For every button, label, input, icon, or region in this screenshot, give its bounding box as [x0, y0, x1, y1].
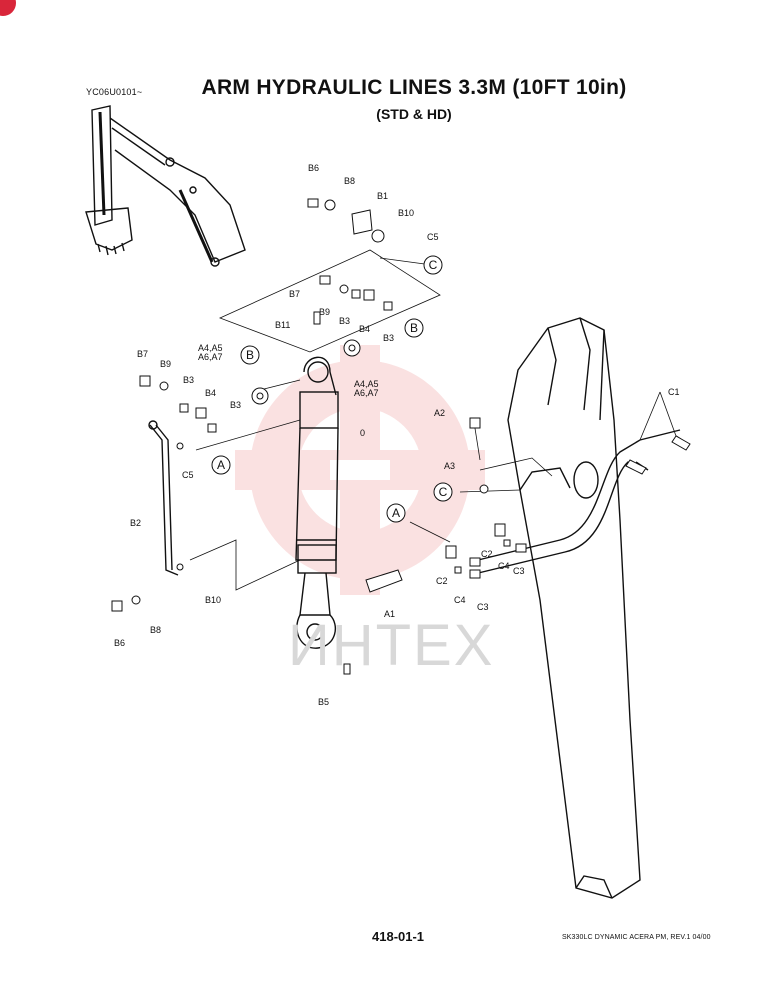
label-a2: A2 [434, 408, 445, 418]
callout-b-left: B [240, 345, 260, 365]
label-b8-bottom: B8 [150, 625, 161, 635]
label-c3-a: C3 [513, 566, 525, 576]
label-c4-a: C4 [498, 561, 510, 571]
label-a4-left-2: A6,A7 [198, 352, 223, 362]
label-b7-mid: B7 [289, 289, 300, 299]
label-b3-mid: B3 [339, 316, 350, 326]
label-c5-top: C5 [427, 232, 439, 242]
label-c3-b: C3 [477, 602, 489, 612]
hydraulic-cylinder [295, 356, 339, 649]
callout-a-left: A [211, 455, 231, 475]
label-c5-left: C5 [182, 470, 194, 480]
label-c4-b: C4 [454, 595, 466, 605]
label-b8-top: B8 [344, 176, 355, 186]
label-a4-right-1: A4,A5 [354, 379, 379, 389]
label-b2: B2 [130, 518, 141, 528]
page-title: ARM HYDRAULIC LINES 3.3M (10FT 10in) [201, 76, 627, 99]
label-b9-left: B9 [160, 359, 171, 369]
watermark-text: ИНТЕХ [288, 613, 495, 678]
svg-text:A: A [217, 458, 225, 472]
svg-text:C: C [439, 485, 448, 499]
label-a1: A1 [384, 609, 395, 619]
label-b3-left2: B3 [230, 400, 241, 410]
callout-a-right: A [386, 503, 406, 523]
pipe-b2 [148, 420, 179, 576]
label-b3-left: B3 [183, 375, 194, 385]
label-b10-top: B10 [398, 208, 414, 218]
leader-lines [189, 249, 677, 591]
label-b9-mid: B9 [319, 307, 330, 317]
label-b1: B1 [377, 191, 388, 201]
document-code: YC06U0101~ [86, 87, 143, 97]
arm-hoses [469, 429, 689, 576]
label-b3-mid2: B3 [383, 333, 394, 343]
document-reference: SK330LC DYNAMIC ACERA PM, REV.1 04/00 [562, 934, 711, 941]
svg-text:B: B [246, 348, 254, 362]
svg-text:B: B [410, 321, 418, 335]
callout-b-mid: B [404, 318, 424, 338]
callout-c-top: C [423, 255, 443, 275]
label-c2-b: C2 [436, 576, 448, 586]
label-b4-left: B4 [205, 388, 216, 398]
label-b4-mid: B4 [359, 324, 370, 334]
label-c1: C1 [668, 387, 680, 397]
corner-badge [0, 0, 16, 16]
label-a3: A3 [444, 461, 455, 471]
callout-c-right: C [433, 482, 453, 502]
page-subtitle: (STD & HD) [376, 106, 452, 122]
svg-text:C: C [429, 258, 438, 272]
page-number: 418-01-1 [372, 929, 425, 944]
label-b7-left: B7 [137, 349, 148, 359]
excavator-arm-thumbnail [85, 105, 246, 267]
arm-body [507, 317, 641, 899]
label-b11: B11 [275, 320, 290, 330]
label-b6-bottom: B6 [114, 638, 125, 648]
label-c2-a: C2 [481, 549, 493, 559]
fittings [111, 198, 691, 675]
label-b10-bottom: B10 [205, 595, 221, 605]
label-a4-right-2: A6,A7 [354, 388, 379, 398]
label-b5: B5 [318, 697, 329, 707]
label-a4-left-1: A4,A5 [198, 343, 223, 353]
watermark-gear-logo [235, 345, 485, 595]
label-b6-top: B6 [308, 163, 319, 173]
svg-text:A: A [392, 506, 400, 520]
label-zero: 0 [360, 428, 365, 438]
